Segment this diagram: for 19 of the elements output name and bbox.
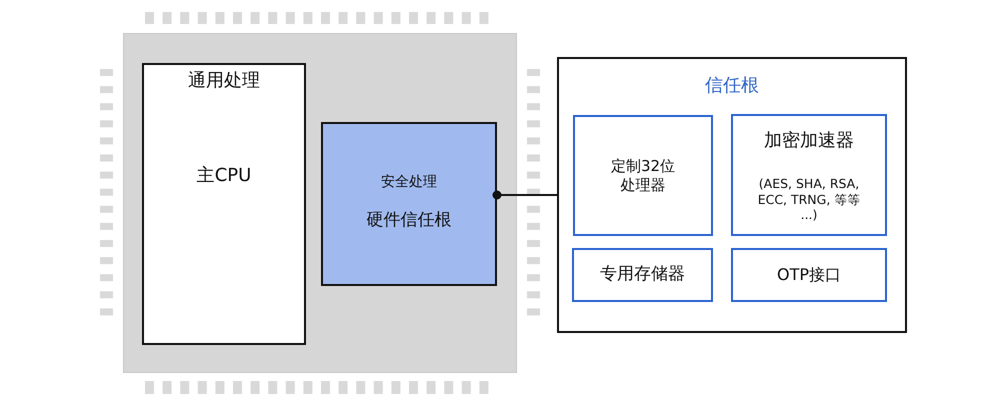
cpu-box <box>142 63 306 345</box>
heading-label: 安全处理 <box>380 174 438 192</box>
node-label: 专用存储器 <box>599 264 686 286</box>
chip-body <box>123 33 517 373</box>
processor-box <box>573 115 713 236</box>
node-label: 信任根 <box>704 75 760 98</box>
memory-box <box>572 248 713 302</box>
node-label: 硬件信任根 <box>366 210 452 232</box>
secure-processing-box <box>321 122 497 286</box>
heading-label: 通用处理 <box>187 70 261 92</box>
node-label: (AES, SHA, RSA, ECC, TRNG, 等等 ...) <box>756 176 862 223</box>
node-label: 定制32位处理器 <box>610 156 676 194</box>
heading-label: 加密加速器 <box>763 130 855 152</box>
node-label: 主CPU <box>196 165 252 188</box>
connector-line <box>492 190 557 200</box>
node-label: OTP接口 <box>776 265 842 285</box>
root-of-trust-panel <box>557 57 907 333</box>
otp-interface-box <box>731 248 887 302</box>
crypto-accelerator-box <box>731 114 887 236</box>
